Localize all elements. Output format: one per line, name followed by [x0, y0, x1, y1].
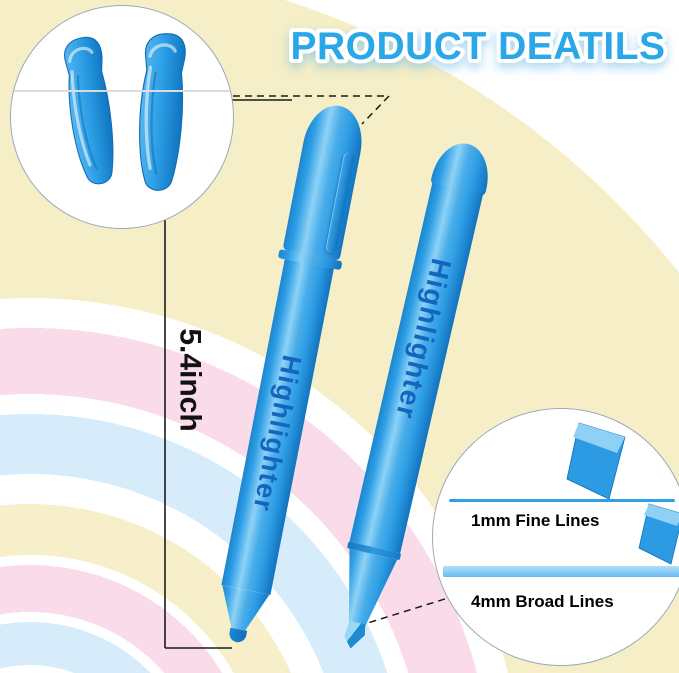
cap-callout-dashed-line: [233, 95, 391, 125]
cap-clip-left-icon: [64, 36, 114, 185]
tip-callout-dashed-line: [357, 597, 449, 627]
chisel-tip: [342, 620, 368, 651]
page-title: PRODUCT DEATILS: [286, 21, 669, 72]
fine-line-sample: [449, 499, 675, 502]
broad-line-sample: [443, 566, 679, 577]
length-measurement-label: 5.4inch: [168, 318, 212, 442]
cap-clips-icon: [64, 33, 186, 191]
cap-detail-circle: [10, 5, 234, 229]
cap-clip-right-icon: [139, 33, 186, 191]
chisel-tip-fine-icon: [566, 422, 626, 500]
fine-line-label-text: 1mm Fine Lines: [471, 511, 600, 530]
page-title-text: PRODUCT DEATILS: [290, 25, 665, 68]
broad-line-label-text: 4mm Broad Lines: [471, 592, 614, 611]
broad-line-label: 4mm Broad Lines: [471, 592, 614, 612]
tip-detail-circle: 1mm Fine Lines 4mm Broad Lines: [432, 408, 679, 666]
fine-line-label: 1mm Fine Lines: [471, 511, 599, 531]
pen-nose-cone: [332, 548, 399, 630]
pen-print-text: Highlighter: [247, 352, 307, 514]
length-value: 5.4inch: [174, 328, 207, 432]
pocket-edge-line: [11, 90, 233, 92]
chisel-tip-broad-icon: [638, 503, 679, 565]
